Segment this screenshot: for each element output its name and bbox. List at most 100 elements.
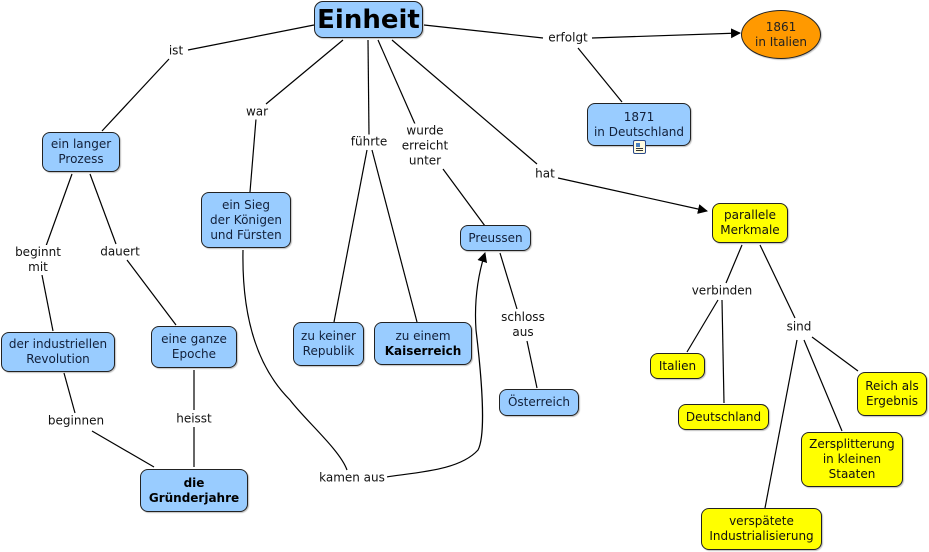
link-label-text: kamen aus	[319, 470, 385, 485]
link-label-schloss-aus[interactable]: schloss aus	[499, 310, 547, 340]
link-einheit-erfolgt	[423, 24, 544, 39]
node-text: Preussen	[468, 230, 523, 245]
link-label-sind[interactable]: sind	[784, 319, 814, 335]
node-oesterreich[interactable]: Österreich	[499, 389, 579, 416]
link-label-text: war	[245, 104, 269, 119]
link-revolution-beginnen	[63, 372, 76, 414]
link-sind-reich	[811, 336, 859, 372]
link-label-text: ist	[168, 43, 184, 58]
link-erfolgt-deutschland	[577, 47, 623, 103]
node-deutschland[interactable]: Deutschland	[678, 404, 769, 430]
node-text: und Fürsten	[210, 227, 282, 242]
node-eine-ganze-epoche[interactable]: eine ganze Epoche	[151, 326, 237, 368]
node-preussen[interactable]: Preussen	[460, 225, 531, 251]
link-label-text: heisst	[176, 411, 212, 426]
link-label-beginnen[interactable]: beginnen	[45, 413, 107, 429]
link-label-fuehrte[interactable]: führte	[348, 134, 390, 150]
link-label-text: unter	[408, 153, 442, 168]
node-verspaetete-industrialisierung[interactable]: verspätete Industrialisierung	[701, 508, 822, 550]
link-war-sieg	[249, 118, 257, 193]
link-schloss-oesterreich	[526, 340, 538, 389]
link-hat-merkmale	[557, 177, 708, 214]
link-wurde-preussen	[442, 168, 486, 227]
node-industrielle-revolution[interactable]: der industriellen Revolution	[1, 332, 115, 372]
node-text: ein Sieg	[221, 197, 271, 212]
node-parallele-merkmale[interactable]: parallele Merkmale	[712, 203, 788, 243]
node-text: verspätete	[729, 514, 794, 528]
node-text: die	[183, 475, 205, 490]
node-ein-sieg[interactable]: ein Sieg der Königen und Fürsten	[201, 192, 291, 248]
node-text: Revolution	[26, 352, 90, 366]
link-label-text: mit	[28, 260, 48, 274]
node-text: ein langer	[50, 137, 112, 151]
link-erfolgt-italien	[591, 28, 741, 39]
link-label-beginnt-mit[interactable]: beginnt mit	[13, 245, 63, 275]
link-verbinden-italien	[686, 299, 719, 353]
link-dauert-epoche	[126, 259, 177, 326]
link-einheit-fuehrte	[367, 39, 370, 136]
node-text: Zersplitterung	[809, 437, 895, 451]
link-label-text: dauert	[100, 244, 140, 259]
node-text: Gründerjahre	[148, 490, 240, 505]
link-label-kamen-aus[interactable]: kamen aus	[317, 470, 387, 486]
node-text: Prozess	[58, 152, 104, 166]
link-sind-industrialisierung	[764, 339, 798, 509]
link-label-text: wurde	[406, 123, 444, 138]
node-text: Italien	[658, 358, 697, 373]
link-label-heisst[interactable]: heisst	[174, 411, 214, 427]
link-einheit-ist	[187, 24, 315, 51]
link-label-text: beginnt	[15, 245, 61, 259]
link-merkmale-sind	[759, 244, 796, 319]
link-einheit-hat	[391, 39, 538, 165]
node-ein-langer-prozess[interactable]: ein langer Prozess	[42, 132, 120, 172]
link-beginnen-gruenderjahre	[91, 430, 155, 468]
link-fuehrte-republik	[333, 149, 368, 323]
node-zu-einem-kaiserreich[interactable]: zu einem Kaiserreich	[374, 322, 472, 365]
node-text: Reich als	[865, 379, 919, 393]
link-label-text: verbinden	[691, 283, 753, 298]
node-text-bold: Kaiserreich	[384, 343, 462, 358]
link-label-text: schloss	[501, 310, 545, 324]
link-verbinden-deutschland	[721, 299, 725, 404]
node-text: Ergebnis	[865, 394, 919, 408]
link-label-wurde-erreicht-unter[interactable]: wurde erreicht unter	[399, 123, 451, 169]
link-sind-zersplitterung	[803, 339, 843, 432]
link-label-ist[interactable]: ist	[166, 43, 186, 59]
node-gruenderjahre[interactable]: die Gründerjahre	[140, 469, 248, 512]
node-text: eine ganze	[161, 332, 227, 346]
node-1861-in-italien[interactable]: 1861 in Italien	[741, 10, 821, 59]
link-label-text: hat	[535, 166, 555, 181]
link-einheit-war	[265, 39, 344, 105]
node-zersplitterung[interactable]: Zersplitterung in kleinen Staaten	[801, 432, 903, 487]
node-text: der industriellen	[8, 337, 108, 351]
link-label-verbinden[interactable]: verbinden	[689, 283, 755, 299]
link-fuehrte-kaiserreich	[371, 149, 418, 323]
link-label-text: beginnen	[47, 413, 105, 428]
link-label-hat[interactable]: hat	[533, 166, 557, 182]
node-text: zu einem	[395, 328, 451, 343]
node-zu-keiner-republik[interactable]: zu keiner Republik	[293, 322, 364, 366]
link-merkmale-verbinden	[725, 244, 743, 284]
node-text: Österreich	[507, 395, 571, 409]
link-label-war[interactable]: war	[243, 104, 271, 120]
node-einheit[interactable]: Einheit	[314, 1, 423, 38]
node-text: parallele	[723, 208, 777, 222]
link-label-erfolgt[interactable]: erfolgt	[546, 30, 590, 46]
node-text: Industrialisierung	[709, 529, 814, 543]
node-text: Staaten	[828, 467, 876, 481]
link-label-dauert[interactable]: dauert	[98, 244, 142, 260]
node-italien[interactable]: Italien	[650, 353, 705, 379]
node-1871-in-deutschland[interactable]: 1871 in Deutschland	[587, 103, 691, 146]
link-preussen-schloss	[499, 252, 518, 310]
link-label-text: sind	[786, 319, 812, 334]
link-label-text: führte	[350, 134, 388, 149]
node-text: Epoche	[171, 347, 217, 361]
node-reich-als-ergebnis[interactable]: Reich als Ergebnis	[857, 372, 927, 416]
link-prozess-beginnt	[45, 173, 73, 247]
document-image-icon[interactable]	[633, 140, 646, 154]
node-text: 1871	[623, 109, 655, 124]
node-text: Deutschland	[685, 409, 762, 424]
node-text: in kleinen	[822, 452, 882, 466]
node-text: in Deutschland	[593, 124, 685, 139]
link-einheit-wurde	[377, 39, 416, 125]
